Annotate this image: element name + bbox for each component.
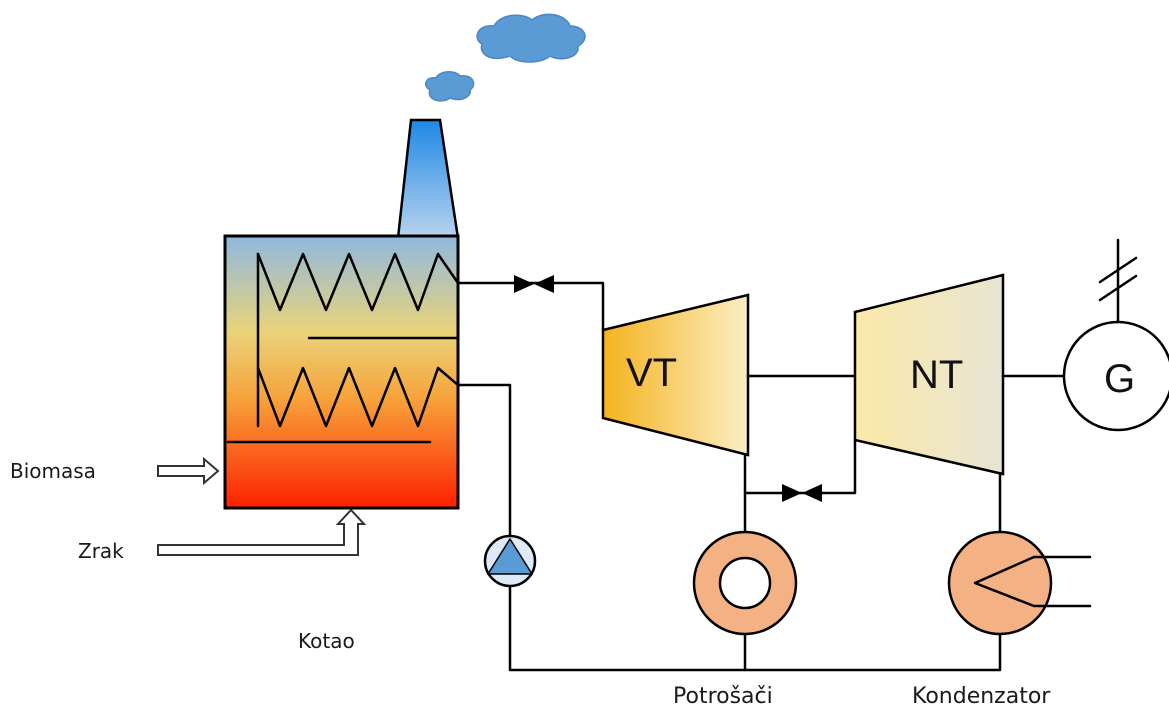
hp-turbine-label: VT xyxy=(626,351,677,395)
smoke-cloud-small xyxy=(425,71,475,102)
extraction-valve xyxy=(782,484,822,502)
live-steam-line xyxy=(456,281,605,332)
consumers-label: Potrošači xyxy=(673,684,773,709)
air-inlet-arrow xyxy=(157,508,367,556)
generator xyxy=(1062,238,1169,432)
smoke-cloud-large xyxy=(476,13,586,63)
lp-turbine-label: NT xyxy=(910,353,963,397)
upper-heating-coil xyxy=(256,252,460,312)
feed-pump xyxy=(483,534,537,588)
biomass-label: Biomasa xyxy=(10,459,96,483)
smoke-clouds xyxy=(425,13,586,102)
generator-label: G xyxy=(1104,357,1135,401)
grid-tick-1 xyxy=(1098,256,1138,284)
biomass-inlet-arrow xyxy=(157,456,220,486)
feedwater-line xyxy=(456,383,512,538)
extraction-line xyxy=(743,438,857,495)
consumers-heat-exchanger xyxy=(692,530,798,636)
lower-heating-coil xyxy=(256,366,460,428)
grid-tick-2 xyxy=(1098,274,1138,302)
air-label: Zrak xyxy=(78,539,124,563)
hp-turbine xyxy=(601,293,750,457)
condenser xyxy=(947,530,1092,636)
boiler-label: Kotao xyxy=(298,629,355,653)
chimney xyxy=(396,118,460,240)
lp-turbine xyxy=(853,273,1005,476)
steam-valve xyxy=(514,275,554,293)
return-line xyxy=(508,584,1002,672)
condenser-label: Kondenzator xyxy=(912,684,1051,709)
boiler-body xyxy=(223,234,460,510)
boiler xyxy=(223,234,460,510)
